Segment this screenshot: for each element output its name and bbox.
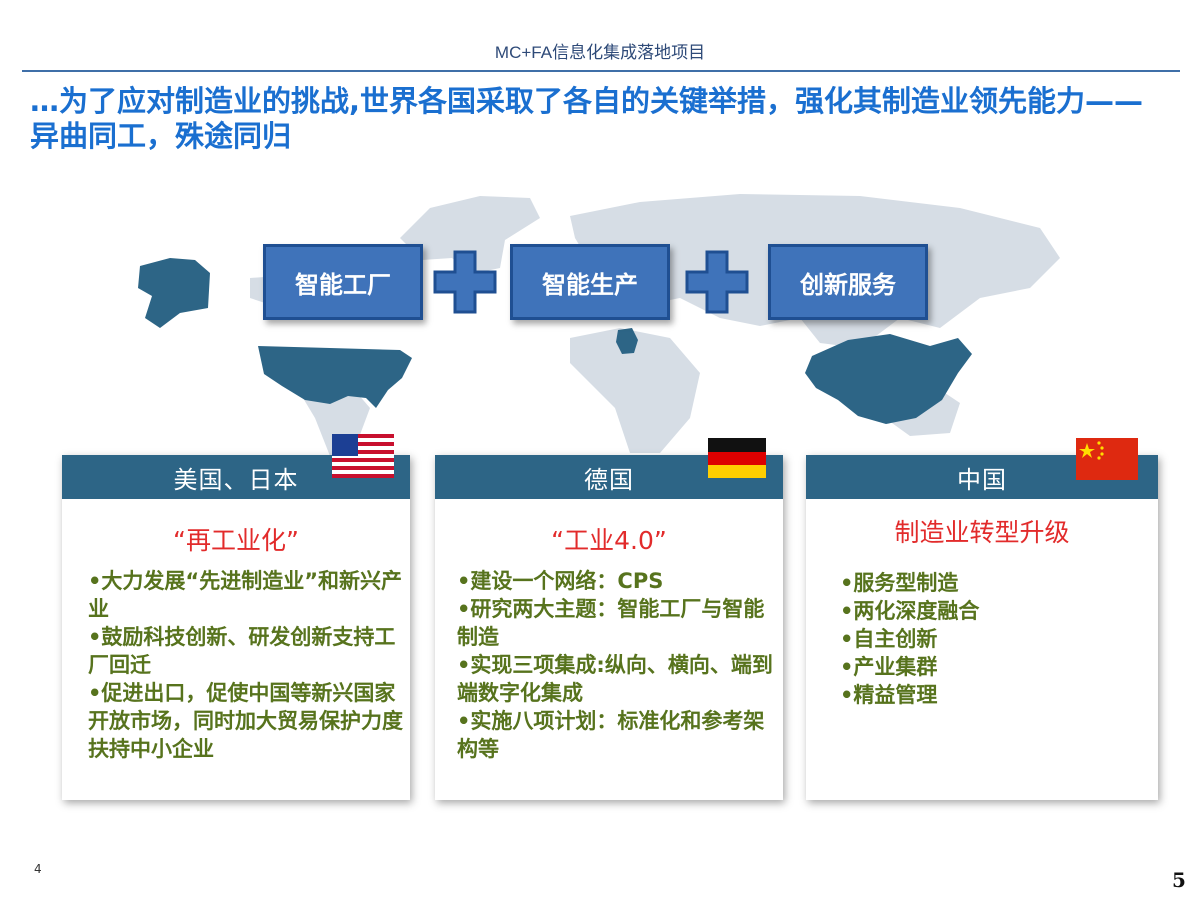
plus-icon: [433, 250, 497, 314]
list-item: •服务型制造: [840, 571, 959, 595]
list-item: •促进出口，促使中国等新兴国家开放市场，同时加大贸易保护力度扶持中小企业: [88, 681, 403, 761]
card-bullet-list: •服务型制造 •两化深度融合 •自主创新 •产业集群 •精益管理: [806, 569, 1158, 709]
page-number-left: 4: [34, 862, 42, 876]
pillar-smart-production: 智能生产: [510, 244, 670, 320]
list-item: •建设一个网络：CPS: [457, 569, 664, 593]
list-item: •研究两大主题：智能工厂与智能制造: [457, 597, 765, 649]
card-subtitle: 制造业转型升级: [894, 518, 1070, 547]
china-flag-icon: [1076, 438, 1138, 480]
page-number-right: 5: [1172, 868, 1186, 892]
header-rule: [22, 70, 1180, 72]
germany-flag-icon: [708, 438, 766, 478]
list-item: •实施八项计划：标准化和参考架构等: [457, 709, 765, 761]
list-item: •实现三项集成:纵向、横向、端到端数字化集成: [457, 653, 773, 705]
list-item: •产业集群: [840, 655, 938, 679]
usa-flag-icon: [332, 434, 394, 478]
headline: …为了应对制造业的挑战,世界各国采取了各自的关键举措，强化其制造业领先能力——异…: [30, 84, 1144, 153]
card-subtitle: “工业4.0”: [551, 526, 667, 555]
list-item: •精益管理: [840, 683, 938, 707]
list-item: •大力发展“先进制造业”和新兴产业: [88, 569, 403, 621]
card-bullet-list: •建设一个网络：CPS •研究两大主题：智能工厂与智能制造 •实现三项集成:纵向…: [435, 567, 783, 763]
list-item: •两化深度融合: [840, 599, 980, 623]
card-usa-japan: 美国、日本 “再工业化” •大力发展“先进制造业”和新兴产业 •鼓励科技创新、研…: [62, 455, 410, 800]
card-china: 中国 制造业转型升级 •服务型制造 •两化深度融合 •自主创新 •产业集群 •精…: [806, 455, 1158, 800]
plus-icon: [685, 250, 749, 314]
list-item: •自主创新: [840, 627, 938, 651]
pillar-innovation-service: 创新服务: [768, 244, 928, 320]
pillar-smart-factory: 智能工厂: [263, 244, 423, 320]
card-subtitle: “再工业化”: [173, 526, 299, 555]
card-bullet-list: •大力发展“先进制造业”和新兴产业 •鼓励科技创新、研发创新支持工厂回迁 •促进…: [62, 567, 410, 763]
header-title: MC+FA信息化集成落地项目: [494, 43, 706, 62]
list-item: •鼓励科技创新、研发创新支持工厂回迁: [88, 625, 396, 677]
card-germany: 德国 “工业4.0” •建设一个网络：CPS •研究两大主题：智能工厂与智能制造…: [435, 455, 783, 800]
